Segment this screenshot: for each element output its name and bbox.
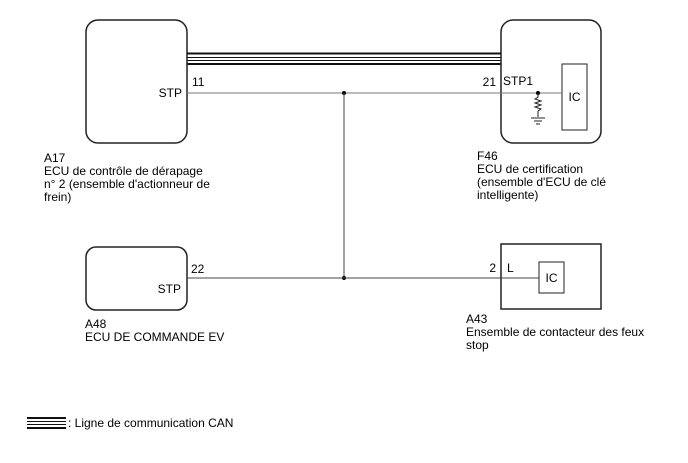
a43-pin-name: L	[507, 261, 514, 275]
a43-ic-box	[538, 261, 565, 294]
a48-code: A48	[85, 317, 107, 331]
a43-ic-label: IC	[546, 271, 558, 285]
can-bus-line	[187, 52, 501, 65]
can-line-legend-icon	[27, 417, 66, 429]
f46-ic-label: IC	[569, 90, 581, 104]
f46-name: ECU de certification (ensemble d'ECU de …	[477, 162, 607, 202]
f46-pin-name: STP1	[503, 74, 533, 88]
a48-pin-number: 22	[191, 262, 205, 276]
f46-code: F46	[477, 149, 498, 163]
resistor-icon	[533, 93, 543, 117]
f46-pin-number: 21	[483, 75, 497, 89]
can-line-legend-label: : Ligne de communication CAN	[68, 416, 234, 430]
a43-name: Ensemble de contacteur des feux stop	[466, 325, 645, 352]
a48-ecu-box	[85, 246, 188, 311]
f46-ic-box	[561, 63, 588, 131]
a48-name: ECU DE COMMANDE EV	[85, 330, 225, 344]
ground-icon	[531, 117, 545, 125]
a17-ecu-box	[85, 19, 188, 144]
a17-pin-name: STP	[159, 86, 182, 100]
a17-name: ECU de contrôle de dérapage n° 2 (ensemb…	[44, 164, 210, 204]
a43-code: A43	[466, 312, 488, 326]
a17-pin-number: 11	[192, 75, 205, 89]
a48-pin-name: STP	[158, 282, 181, 296]
a43-pin-number: 2	[489, 261, 496, 275]
a17-code: A17	[44, 151, 66, 165]
